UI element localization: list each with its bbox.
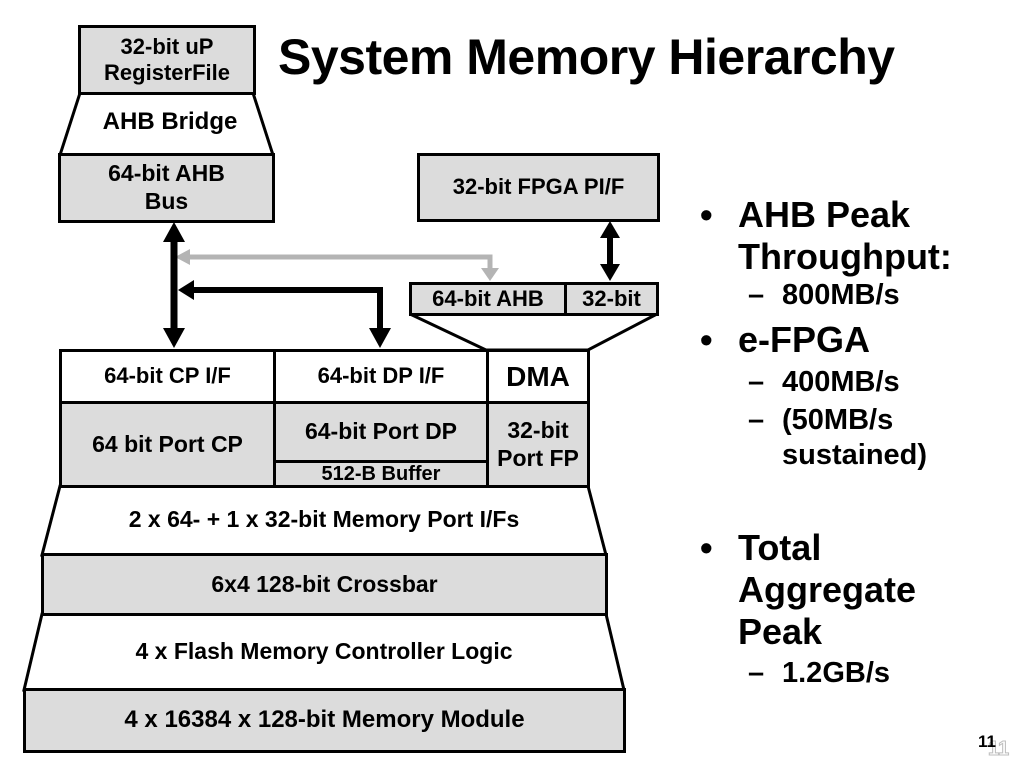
bullet-text: Total Aggregate Peak — [738, 527, 917, 652]
dma-block: DMA — [486, 349, 590, 404]
port-dp-label: 64-bit Port DP — [304, 418, 458, 445]
bullet-icon: • — [700, 527, 713, 568]
sub-bullet-text: 800MB/s — [782, 279, 900, 311]
buffer-label: 512-B Buffer — [321, 463, 441, 485]
slide-title: System Memory Hierarchy — [278, 29, 895, 85]
memory-module-label: 4 x 16384 x 128-bit Memory Module — [124, 706, 525, 734]
bullet-text: AHB Peak Throughput: — [738, 194, 952, 277]
sub-bullet: – (50MB/s sustained) — [700, 403, 1020, 473]
fpga-pif-label: 32-bit FPGA PI/F — [452, 174, 625, 200]
crossbar-block: 6x4 128-bit Crossbar — [41, 553, 608, 616]
bullet-text: e-FPGA — [738, 319, 871, 360]
dp-if-label: 64-bit DP I/F — [317, 363, 445, 389]
ahb-bus-label: 64-bit AHB Bus — [108, 160, 225, 214]
sub-bullet: – 400MB/s — [700, 365, 1020, 400]
bullet-list: • AHB Peak Throughput: – 800MB/s • e-FPG… — [700, 190, 1020, 691]
register-file-label: 32-bit uP RegisterFile — [104, 33, 230, 85]
crossbar-label: 6x4 128-bit Crossbar — [211, 570, 438, 597]
dash-icon: – — [748, 279, 765, 311]
page-number: 11 — [978, 732, 996, 751]
fpga-ahb-port: 64-bit AHB — [409, 282, 567, 316]
memory-module-block: 4 x 16384 x 128-bit Memory Module — [23, 688, 626, 753]
dma-label: DMA — [506, 360, 570, 392]
ahb-bus-block: 64-bit AHB Bus — [58, 153, 275, 223]
bullet-ahb-peak: • AHB Peak Throughput: — [700, 194, 1020, 278]
bullet-efpga: • e-FPGA — [700, 319, 1020, 361]
fpga-32bit-port-label: 32-bit — [582, 285, 641, 311]
port-cp-block: 64 bit Port CP — [59, 401, 276, 488]
bullet-icon: • — [700, 319, 713, 360]
sub-bullet-text: 400MB/s — [782, 366, 900, 398]
port-cp-label: 64 bit Port CP — [92, 430, 243, 457]
sub-bullet-text: 1.2GB/s — [782, 657, 890, 689]
bullet-total-aggregate: • Total Aggregate Peak — [700, 527, 1020, 653]
dash-icon: – — [748, 366, 765, 398]
fpga-pif-block: 32-bit FPGA PI/F — [417, 153, 660, 222]
fpga-32bit-port: 32-bit — [564, 282, 659, 316]
black-arrow-ahb-to-dp — [178, 280, 391, 348]
dp-if-block: 64-bit DP I/F — [273, 349, 489, 404]
page-number-shadow: 11 — [987, 738, 1010, 761]
port-fp-label: 32-bit Port FP — [497, 416, 579, 471]
cp-if-block: 64-bit CP I/F — [59, 349, 276, 404]
sub-bullet-text: (50MB/s sustained) — [782, 404, 928, 471]
cp-if-label: 64-bit CP I/F — [104, 363, 231, 389]
register-file-block: 32-bit uP RegisterFile — [78, 25, 256, 95]
black-arrow-ahb-to-cp — [163, 222, 185, 348]
sub-bullet: – 1.2GB/s — [700, 656, 1020, 691]
dash-icon: – — [748, 657, 765, 689]
memory-port-ifs-label: 2 x 64- + 1 x 32-bit Memory Port I/Fs — [128, 506, 520, 533]
flash-controller-label: 4 x Flash Memory Controller Logic — [135, 638, 513, 665]
port-fp-block: 32-bit Port FP — [486, 401, 590, 488]
sub-bullet: – 800MB/s — [700, 278, 1020, 313]
gray-arrow-ahb-to-fpga — [175, 249, 499, 281]
ahb-bridge-label: AHB Bridge — [102, 107, 238, 135]
dash-icon: – — [748, 404, 765, 436]
port-dp-block: 64-bit Port DP — [273, 401, 489, 463]
fpga-funnel-shape — [409, 312, 658, 352]
bullet-icon: • — [700, 194, 713, 235]
black-arrow-fpga-pif — [600, 221, 620, 281]
buffer-block: 512-B Buffer — [273, 460, 489, 488]
fpga-ahb-port-label: 64-bit AHB — [432, 285, 544, 311]
